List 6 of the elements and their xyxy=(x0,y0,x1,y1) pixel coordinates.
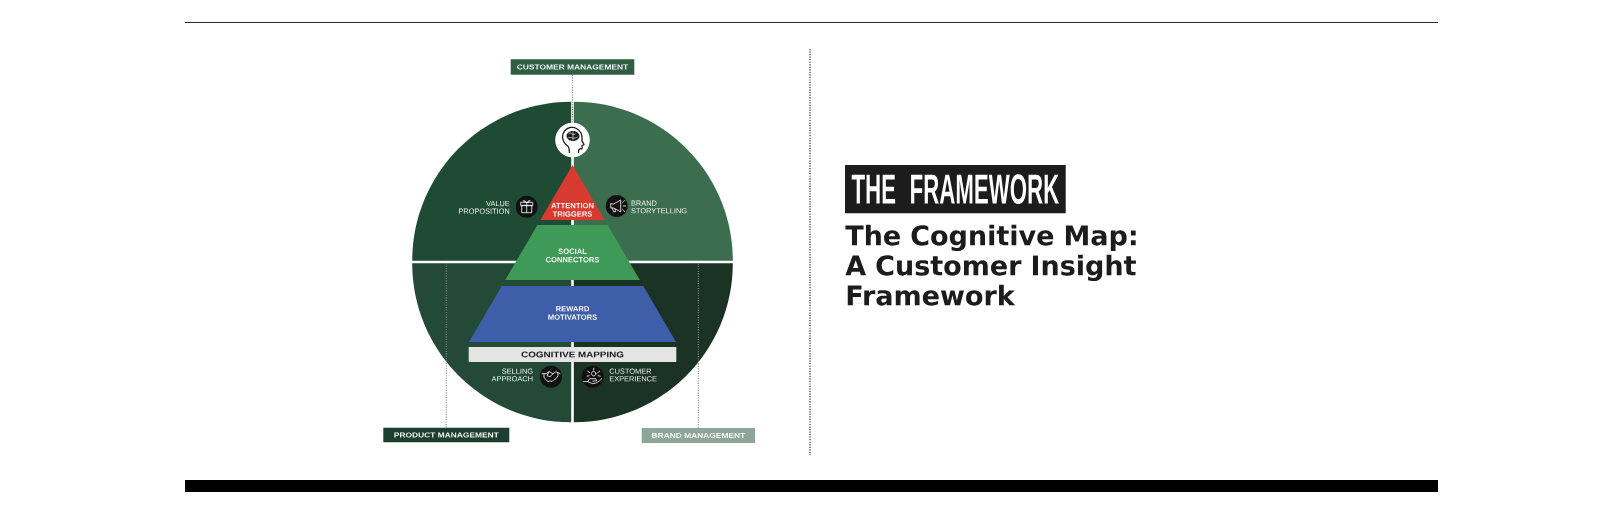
leader-line xyxy=(697,262,699,429)
leader-line xyxy=(445,262,447,428)
title-box: THE FRAMEWORK xyxy=(845,165,1066,214)
leader-line xyxy=(571,74,574,123)
head-icon xyxy=(555,122,590,158)
heading: The Cognitive Map: A Customer Insight Framework xyxy=(845,224,1136,306)
